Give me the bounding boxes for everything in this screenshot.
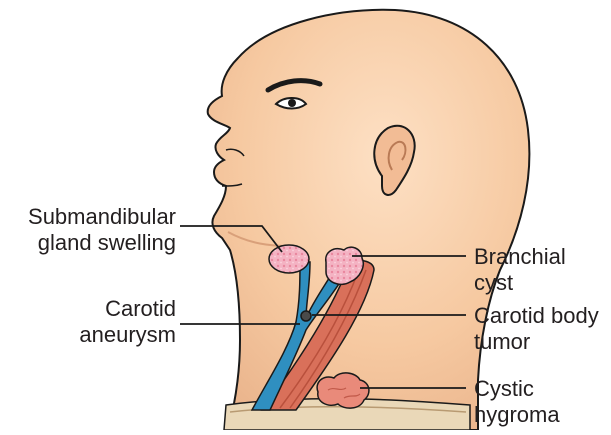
label-line: Cystic: [474, 376, 560, 402]
label-branchial-cyst: Branchial cyst: [474, 244, 566, 296]
label-line: aneurysm: [30, 322, 176, 348]
label-carotid-aneurysm: Carotid aneurysm: [30, 296, 176, 348]
label-submandibular-gland-swelling: Submandibular gland swelling: [8, 204, 176, 256]
label-line: tumor: [474, 329, 599, 355]
pupil-icon: [288, 99, 296, 107]
head-silhouette: [208, 10, 530, 430]
label-carotid-body-tumor: Carotid body tumor: [474, 303, 599, 355]
label-line: Branchial: [474, 244, 566, 270]
label-line: gland swelling: [8, 230, 176, 256]
label-line: cyst: [474, 270, 566, 296]
label-line: Carotid: [30, 296, 176, 322]
label-line: Submandibular: [8, 204, 176, 230]
label-line: hygroma: [474, 402, 560, 428]
label-line: Carotid body: [474, 303, 599, 329]
submandibular-gland: [269, 245, 309, 273]
label-cystic-hygroma: Cystic hygroma: [474, 376, 560, 428]
carotid-aneurysm-marker: [301, 311, 311, 321]
